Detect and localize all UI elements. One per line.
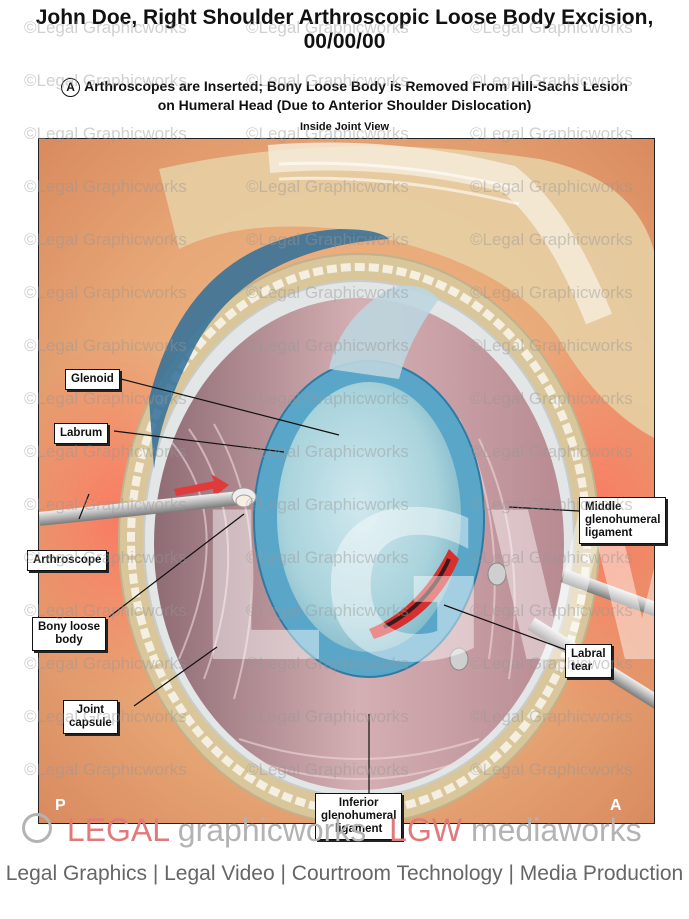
label-labral-tear: Labral tear	[565, 644, 612, 678]
label-labrum: Labrum	[54, 423, 109, 444]
label-arthroscope: Arthroscope	[27, 550, 108, 571]
view-label: Inside Joint View	[299, 121, 390, 133]
anterior-marker: A	[610, 797, 622, 814]
leader-lines	[78, 378, 580, 794]
magnifier-icon	[22, 813, 52, 843]
footer-tagline: Legal Graphics | Legal Video | Courtroom…	[5, 862, 684, 885]
brand-lgw: LGW	[389, 812, 463, 848]
branding-bar: LEGAL graphicworks LGW mediaworks	[22, 807, 682, 853]
title-line-2: 00/00/00	[303, 30, 386, 53]
label-middle-glenohumeral-ligament: Middle glenohumeral ligament	[579, 497, 667, 544]
label-joint-capsule: Joint capsule	[63, 700, 118, 734]
subtitle-line-1: Arthroscopes are Inserted; Bony Loose Bo…	[84, 78, 628, 94]
brand-graphicworks: graphicworks	[168, 812, 367, 848]
brand-legal: LEGAL	[66, 812, 169, 848]
subtitle-line-2: on Humeral Head (Due to Anterior Shoulde…	[157, 97, 532, 113]
label-glenoid: Glenoid	[65, 369, 120, 390]
title-line-1: John Doe, Right Shoulder Arthroscopic Lo…	[35, 6, 654, 29]
posterior-marker: P	[55, 797, 66, 814]
page-title: John Doe, Right Shoulder Arthroscopic Lo…	[10, 6, 679, 54]
step-badge: A	[61, 78, 81, 97]
brand-mediaworks: mediaworks	[462, 812, 642, 848]
shoulder-illustration	[39, 139, 654, 823]
label-inferior-glenohumeral-ligament: Inferior glenohumeral ligament	[315, 793, 403, 840]
illustration-frame: LGW P A	[38, 138, 655, 824]
label-bony-loose-body: Bony loose body	[32, 617, 106, 651]
